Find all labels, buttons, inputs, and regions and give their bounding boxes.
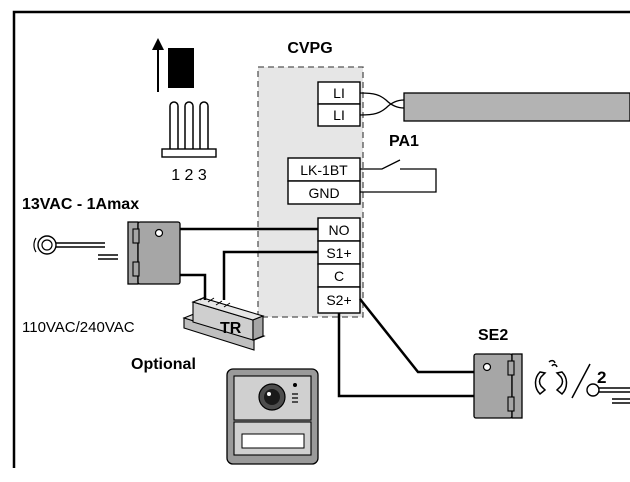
key-icon [33,235,118,260]
door-entry-panel [226,368,319,465]
lock2-number: 2 [597,368,606,387]
jumper-diagram: 1 2 3 [152,38,217,184]
up-arrow-icon [152,38,164,92]
bus-cable [403,92,630,122]
terminal-label: LI [333,85,345,101]
transformer: TR [182,295,266,351]
optional-label: Optional [131,356,196,373]
jumper-pin-3 [199,101,209,149]
bus-wire-2 [359,99,405,116]
key-icon [586,383,630,404]
terminal-block-button: LK-1BT GND [287,157,361,205]
slash-divider [571,363,591,399]
wire-s2 [359,298,476,374]
terminal-label: GND [308,185,339,201]
terminal-label: NO [329,222,350,238]
door-lock-right [473,353,523,419]
wiring [180,227,476,398]
power-label: 13VAC - 1Amax [22,196,139,213]
jumper-base [161,148,217,158]
mains-label: 110VAC/240VAC [22,319,135,336]
jumper-cap [168,48,194,88]
jumper-pin-labels: 1 2 3 [171,167,207,184]
terminal-label: C [334,268,344,284]
push-button-label: PA1 [389,133,419,150]
terminal-label: LI [333,107,345,123]
jumper-pin-1 [169,101,179,149]
terminal-block-power: NO S1+ C S2+ [317,217,361,314]
terminal-label: LK-1BT [300,162,348,178]
terminal-block-line: LI LI [317,81,361,127]
camera-lens-icon [258,383,286,411]
wire-s1 [222,250,318,300]
terminal-label: S1+ [326,245,351,261]
door-lock-left [127,221,181,285]
module-title: CVPG [287,40,332,57]
wire-lock-transformer [180,273,207,300]
push-button-switch [360,159,437,193]
lock2-label: SE2 [478,327,508,344]
handset-icon [534,359,568,396]
jumper-pin-2 [184,101,194,149]
frame-border [12,10,630,468]
terminal-label: S2+ [326,292,351,308]
bus-wire-1 [359,92,405,109]
wire-c [337,313,476,398]
transformer-label: TR [220,320,242,337]
